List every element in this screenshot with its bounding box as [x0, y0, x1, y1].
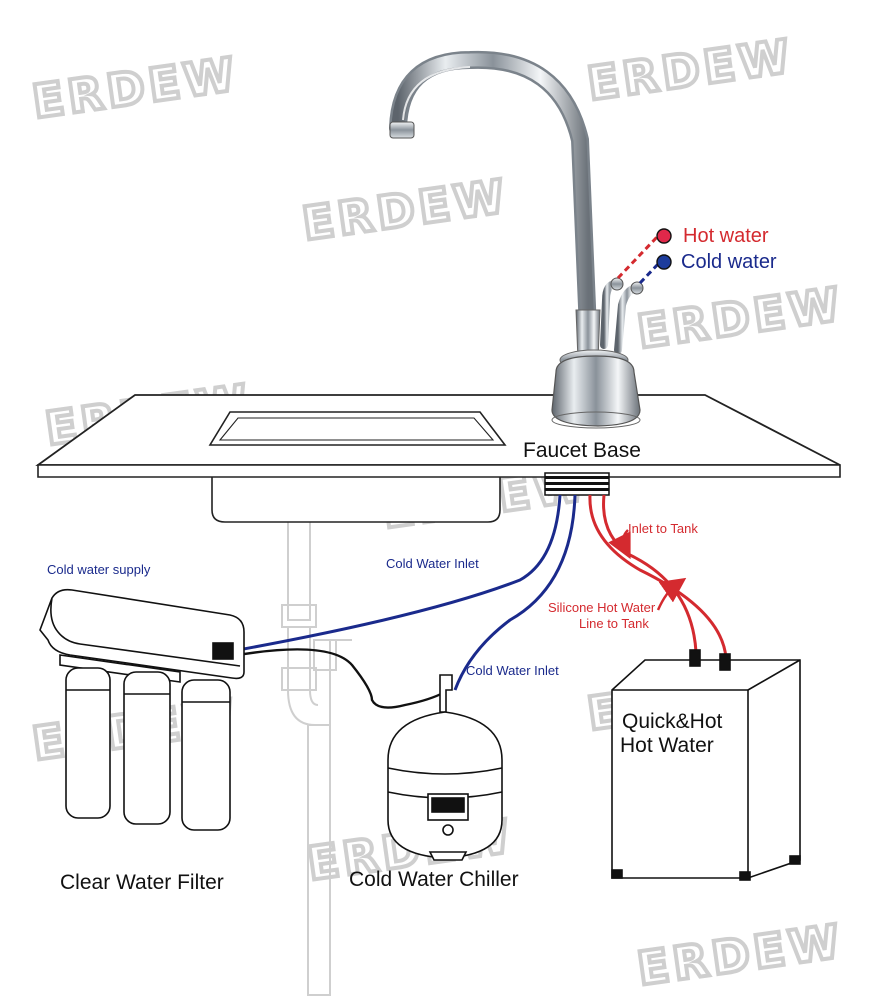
chiller-label: Cold Water Chiller: [349, 868, 519, 891]
cold-water-supply-label: Cold water supply: [47, 562, 151, 577]
sink-opening: [208, 411, 507, 446]
silicone-line-label-2: Line to Tank: [579, 616, 649, 631]
faucet-base-label: Faucet Base: [523, 439, 641, 462]
faucet: [389, 50, 644, 429]
hot-line-silicone: [602, 494, 698, 653]
silicone-line-label-1: Silicone Hot Water: [548, 600, 656, 615]
sink-bowl: [211, 475, 501, 523]
filter-to-chiller-tube: [237, 648, 446, 709]
hot-lever-knob: [610, 277, 624, 291]
cold-lever-knob: [630, 281, 644, 295]
hot-line-inlet-to-tank: [588, 494, 728, 659]
cold-line-filter-to-faucet: [237, 494, 562, 652]
cold-water-dot: [656, 254, 672, 270]
cold-water-chiller: [387, 674, 503, 861]
watermark-logo: ERDEW: [584, 29, 797, 111]
cold-line-chiller-to-faucet: [453, 494, 577, 691]
inlet-arrow: [608, 529, 631, 560]
drain-pipe: [281, 519, 352, 996]
cold-water-inlet-label-upper: Cold Water Inlet: [386, 556, 479, 571]
hot-water-lines: [588, 494, 728, 659]
watermark-logo: ERDEW: [634, 914, 847, 996]
legend-cold-water-label: Cold water: [681, 251, 777, 273]
flow-arrows: [608, 529, 687, 611]
faucet-base-connector: [544, 472, 610, 496]
legend-hot-water-label: Hot water: [683, 225, 769, 247]
cold-water-inlet-label-lower: Cold Water Inlet: [466, 663, 559, 678]
watermark-logo: ERDEW: [634, 277, 847, 359]
legend-leaders: [616, 234, 662, 285]
clear-water-filter: [39, 588, 245, 831]
cold-water-lines: [237, 494, 577, 691]
faucet-dome: [551, 355, 641, 427]
silicone-arrow: [656, 577, 687, 611]
heater-label-line-1: Quick&Hot: [622, 710, 723, 733]
inlet-to-tank-label: Inlet to Tank: [628, 521, 698, 536]
heater-label-line-2: Hot Water: [620, 734, 714, 757]
hot-water-dot: [656, 228, 672, 244]
faucet-aerator: [389, 121, 415, 139]
filter-label: Clear Water Filter: [60, 871, 224, 894]
watermark-logo: ERDEW: [29, 47, 242, 129]
watermark-logo: ERDEW: [299, 169, 512, 251]
countertop: [35, 394, 841, 478]
quick-hot-water-heater: [611, 649, 801, 881]
